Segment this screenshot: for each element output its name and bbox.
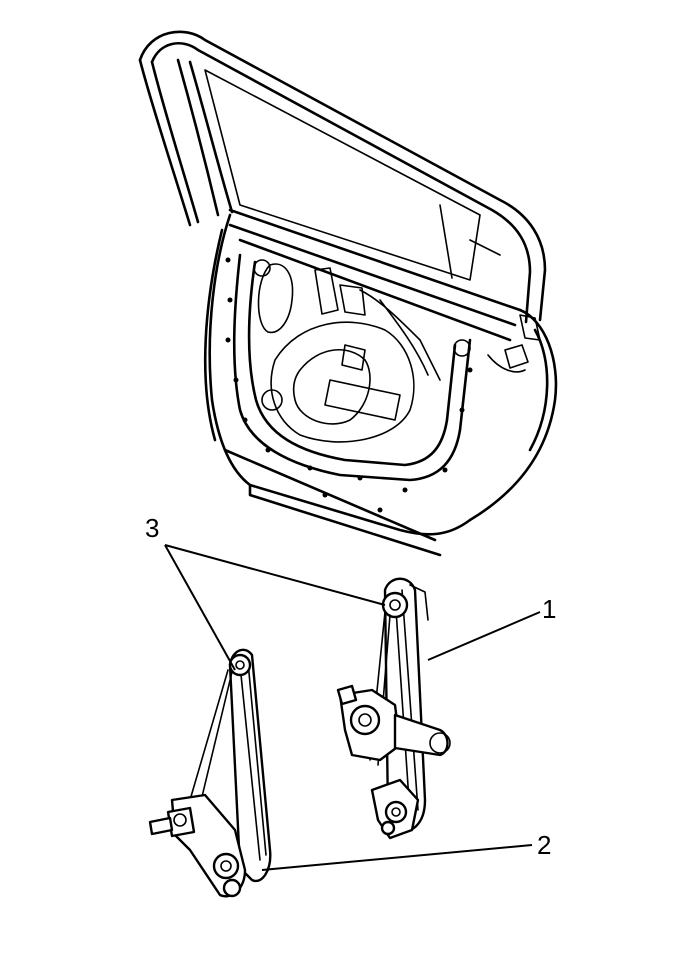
door-fastener-dots [225,257,473,513]
callout-1: 1 [542,594,556,624]
manual-window-regulator [148,648,272,898]
callout-3: 3 [145,513,159,543]
rear-door-frame [138,30,558,557]
callout-2: 2 [537,830,551,860]
power-window-regulator [336,577,451,840]
callout-leaders [164,544,541,871]
